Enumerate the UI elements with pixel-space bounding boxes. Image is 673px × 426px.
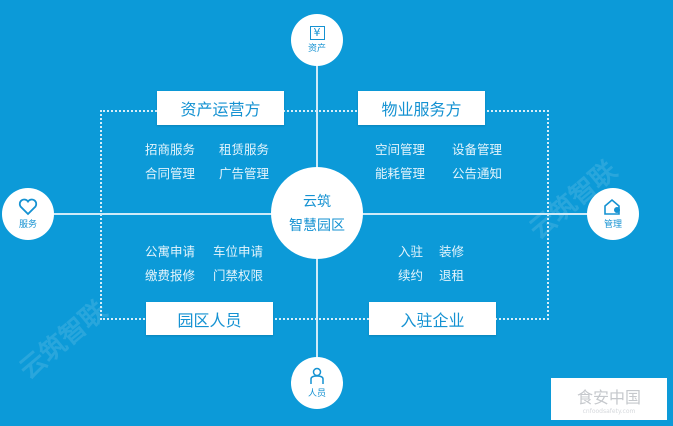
center-title: 云筑 xyxy=(303,194,331,210)
box-property-service: 物业服务方 xyxy=(358,91,485,125)
item: 设备管理 xyxy=(452,142,503,157)
node-label: 资产 xyxy=(307,44,326,54)
node-label: 管理 xyxy=(603,220,622,230)
item: 入驻 xyxy=(398,244,424,259)
node-service: 服务 xyxy=(2,188,54,240)
heart-icon xyxy=(18,198,38,216)
item: 退租 xyxy=(439,268,465,283)
center-subtitle: 智慧园区 xyxy=(289,218,345,234)
node-people: 人员 xyxy=(291,357,343,409)
item: 招商服务 xyxy=(145,142,196,157)
logo-sub: cnfoodsafety.com xyxy=(582,407,636,415)
node-label: 服务 xyxy=(18,220,37,230)
item: 空间管理 xyxy=(375,142,426,157)
item: 门禁权限 xyxy=(213,268,264,283)
item: 装修 xyxy=(439,244,465,259)
box-asset-operator: 资产运营方 xyxy=(157,91,284,125)
dotted-frame xyxy=(100,110,549,320)
node-asset: ¥ 资产 xyxy=(291,14,343,66)
box-tenant: 入驻企业 xyxy=(369,302,496,335)
watermark: 云筑智联 xyxy=(14,295,114,386)
logo-text: 食安中国 xyxy=(576,387,641,407)
item: 广告管理 xyxy=(219,166,270,181)
item: 能耗管理 xyxy=(375,166,426,181)
person-icon xyxy=(310,367,324,384)
item: 缴费报修 xyxy=(145,268,196,283)
item: 车位申请 xyxy=(213,244,264,259)
house-gear-icon xyxy=(604,198,620,215)
logo-watermark: 食安中国 cnfoodsafety.com xyxy=(551,378,667,420)
item: 公寓申请 xyxy=(145,244,196,259)
node-label: 人员 xyxy=(307,389,326,399)
center-node: 云筑 智慧园区 xyxy=(271,167,363,259)
item: 合同管理 xyxy=(145,166,196,181)
item: 公告通知 xyxy=(452,166,503,181)
yen-folder-icon: ¥ xyxy=(309,26,325,40)
item: 续约 xyxy=(398,268,424,283)
item: 租赁服务 xyxy=(219,142,270,157)
node-management: 管理 xyxy=(587,188,639,240)
box-park-staff: 园区人员 xyxy=(146,302,273,335)
